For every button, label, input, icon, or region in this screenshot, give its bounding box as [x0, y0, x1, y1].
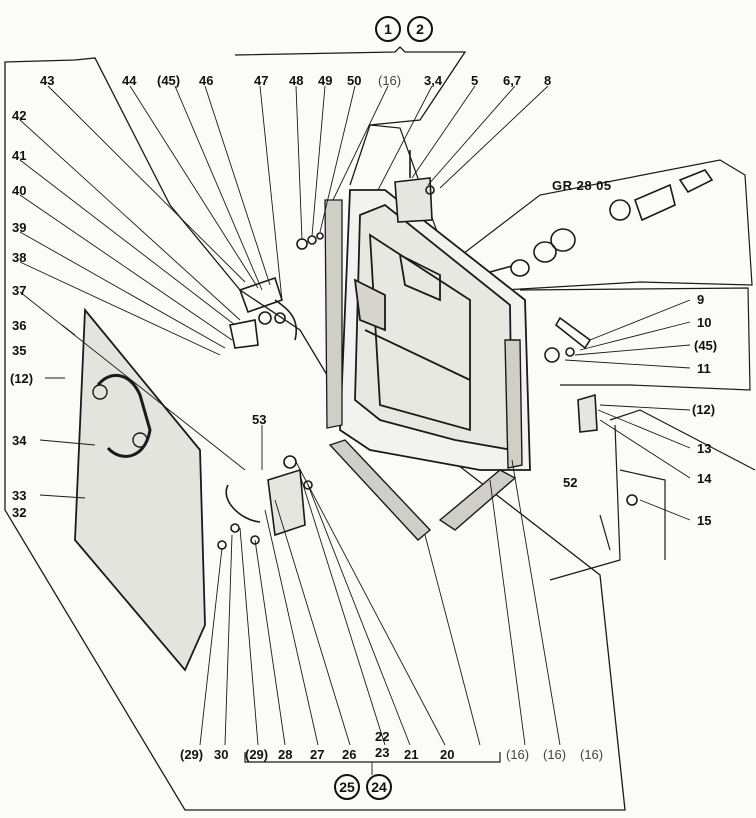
group-ref-25: 25 [334, 774, 360, 800]
part-label-28: 28 [278, 747, 293, 762]
seal-strip-right [504, 339, 523, 469]
part-label-16-b: (16) [506, 747, 530, 762]
seal-strip-left [324, 199, 343, 429]
part-label-14: 14 [697, 471, 712, 486]
part-label-26: 26 [342, 747, 357, 762]
part-label-16-c: (16) [543, 747, 567, 762]
part-label-29-b: (29) [245, 747, 269, 762]
part-label-44: 44 [122, 73, 137, 88]
part-label-6-7: 6,7 [503, 73, 522, 88]
part-label-22: 22 [375, 729, 390, 744]
hinge-bracket-top [394, 150, 435, 223]
part-label-11: 11 [697, 361, 711, 376]
part-label-10: 10 [697, 315, 712, 330]
part-label-20: 20 [440, 747, 455, 762]
part-label-8: 8 [544, 73, 552, 88]
part-label-16-d: (16) [580, 747, 604, 762]
part-label-50: 50 [347, 73, 362, 88]
part-label-12-right: (12) [692, 402, 716, 417]
leader-lines [19, 85, 691, 521]
part-label-9: 9 [697, 292, 705, 307]
part-label-5: 5 [471, 73, 479, 88]
part-label-3-4: 3,4 [424, 73, 443, 88]
part-label-36: 36 [12, 318, 27, 333]
part-label-45-right: (45) [694, 338, 718, 353]
part-label-49: 49 [318, 73, 333, 88]
outer-panel [74, 307, 206, 672]
part-label-40: 40 [12, 183, 27, 198]
top-group-bracket [234, 46, 467, 186]
part-label-33: 33 [12, 488, 27, 503]
part-label-13: 13 [697, 441, 712, 456]
part-label-15: 15 [697, 513, 712, 528]
part-label-41: 41 [12, 148, 27, 163]
body-opening [549, 409, 756, 581]
bottom-leader-lines [199, 459, 561, 775]
part-label-16-top: (16) [378, 73, 402, 88]
part-label-53: 53 [252, 412, 267, 427]
part-label-43: 43 [40, 73, 55, 88]
part-label-45: (45) [157, 73, 181, 88]
hinge-region-outline [519, 287, 751, 391]
lock-assembly [489, 169, 714, 277]
group-ref-2: 2 [407, 16, 433, 42]
part-label-52: 52 [563, 475, 578, 490]
part-label-47: 47 [254, 73, 269, 88]
part-label-34: 34 [12, 433, 27, 448]
part-label-48: 48 [289, 73, 304, 88]
group-ref-24: 24 [366, 774, 392, 800]
seal-strip-bottom [328, 439, 432, 541]
part-label-12-left: (12) [10, 371, 34, 386]
part-label-39: 39 [12, 220, 27, 235]
part-label-23: 23 [375, 745, 390, 760]
part-label-32: 32 [12, 505, 27, 520]
cross-ref-label: GR 28 05 [552, 178, 612, 193]
part-label-46: 46 [199, 73, 214, 88]
part-label-38: 38 [12, 250, 27, 265]
group-ref-1: 1 [375, 16, 401, 42]
part-label-21: 21 [404, 747, 419, 762]
door-frame [339, 189, 531, 471]
lock-mechanism [217, 455, 313, 550]
part-label-29-a: (29) [180, 747, 204, 762]
right-hinge [544, 316, 638, 506]
part-label-27: 27 [310, 747, 325, 762]
part-label-35: 35 [12, 343, 27, 358]
part-label-30: 30 [214, 747, 229, 762]
part-label-37: 37 [12, 283, 27, 298]
part-label-42: 42 [12, 108, 27, 123]
